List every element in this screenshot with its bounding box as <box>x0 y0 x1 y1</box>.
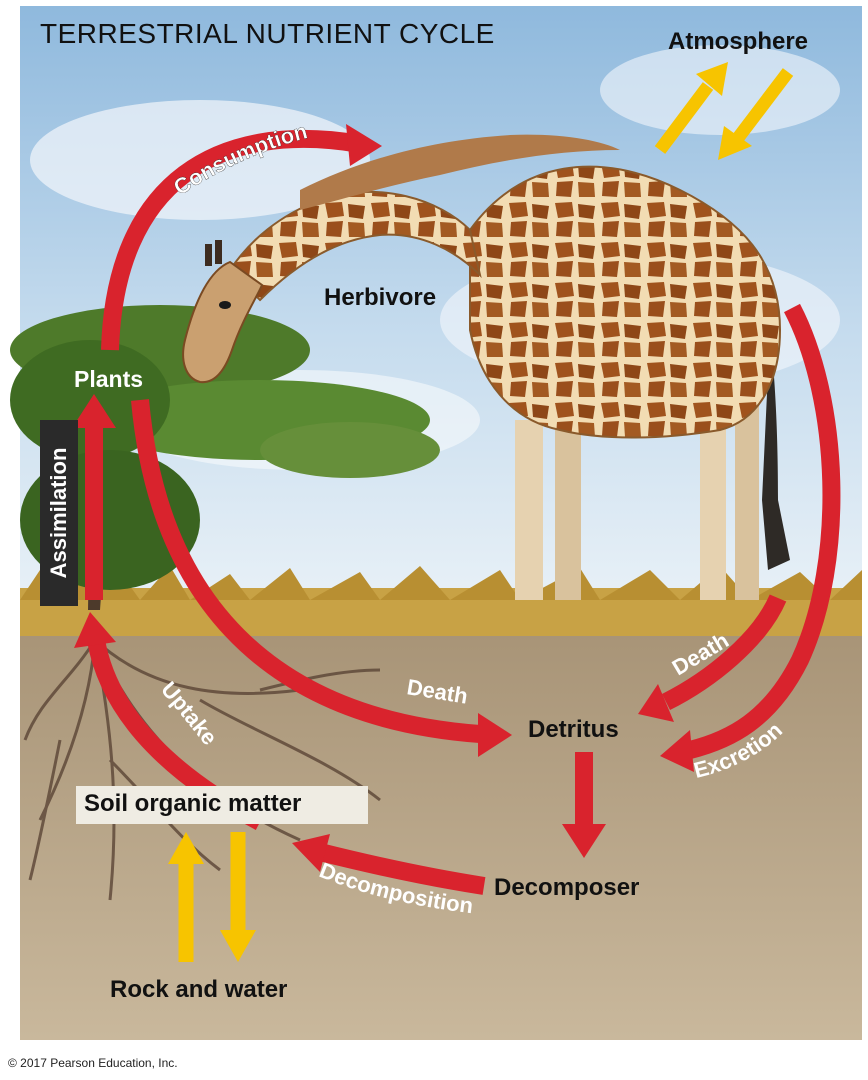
uptake-arrowhead <box>74 612 116 648</box>
flow-arrows <box>72 124 841 895</box>
grass-blades <box>20 565 862 600</box>
consumption-arrowhead <box>346 124 382 166</box>
atmosphere-down-arrow <box>732 68 794 142</box>
exchange-arrows <box>168 62 794 962</box>
excretion-arrow <box>687 303 841 759</box>
giraffe-leg <box>735 400 759 600</box>
giraffe <box>182 134 790 600</box>
giraffe-tail <box>762 330 790 570</box>
giraffe-body <box>469 165 782 439</box>
detritus-decomposer-arrowhead <box>562 824 606 858</box>
giraffe-leg <box>555 430 581 600</box>
assimilation-label: Assimilation <box>46 447 71 579</box>
plants-death-arrowhead <box>478 713 512 757</box>
soil-organic-matter-box <box>76 786 368 824</box>
assimilation-label-box <box>40 420 78 606</box>
rock-down-arrowhead <box>220 930 256 962</box>
tree-canopy <box>260 422 440 478</box>
diagram-title: TERRESTRIAL NUTRIENT CYCLE <box>40 18 495 49</box>
atmosphere-down-arrowhead <box>718 126 752 160</box>
decomposer-label: Decomposer <box>494 874 640 901</box>
giraffe-eye <box>219 301 231 309</box>
assimilation-arrowhead <box>72 394 116 428</box>
herbivore-death-arrowhead <box>638 684 674 722</box>
giraffe-mane <box>300 134 620 210</box>
soil-organic-matter-label: Soil organic matter <box>84 790 302 817</box>
plants-label: Plants <box>74 366 144 392</box>
atmosphere-label: Atmosphere <box>668 28 809 55</box>
atmosphere-up-arrowhead <box>696 62 728 96</box>
rock-and-water-label: Rock and water <box>110 976 288 1003</box>
decomposition-arrow <box>317 843 486 895</box>
decomposition-arrowhead <box>292 834 330 872</box>
detritus-label: Detritus <box>528 716 619 743</box>
herbivore-label: Herbivore <box>324 284 437 311</box>
giraffe-ossicone <box>205 244 212 266</box>
rock-up-arrowhead <box>168 832 204 864</box>
consumption-arrow <box>101 129 362 351</box>
giraffe-ossicone <box>215 240 222 264</box>
soil <box>20 632 862 1040</box>
atmosphere-up-arrow <box>654 82 714 154</box>
giraffe-head <box>182 260 264 384</box>
herbivore-death-arrow <box>661 594 787 711</box>
excretion-arrowhead <box>660 730 694 772</box>
plants-death-arrow <box>131 399 481 743</box>
giraffe-leg <box>515 420 543 600</box>
copyright-notice: © 2017 Pearson Education, Inc. <box>8 1056 178 1070</box>
